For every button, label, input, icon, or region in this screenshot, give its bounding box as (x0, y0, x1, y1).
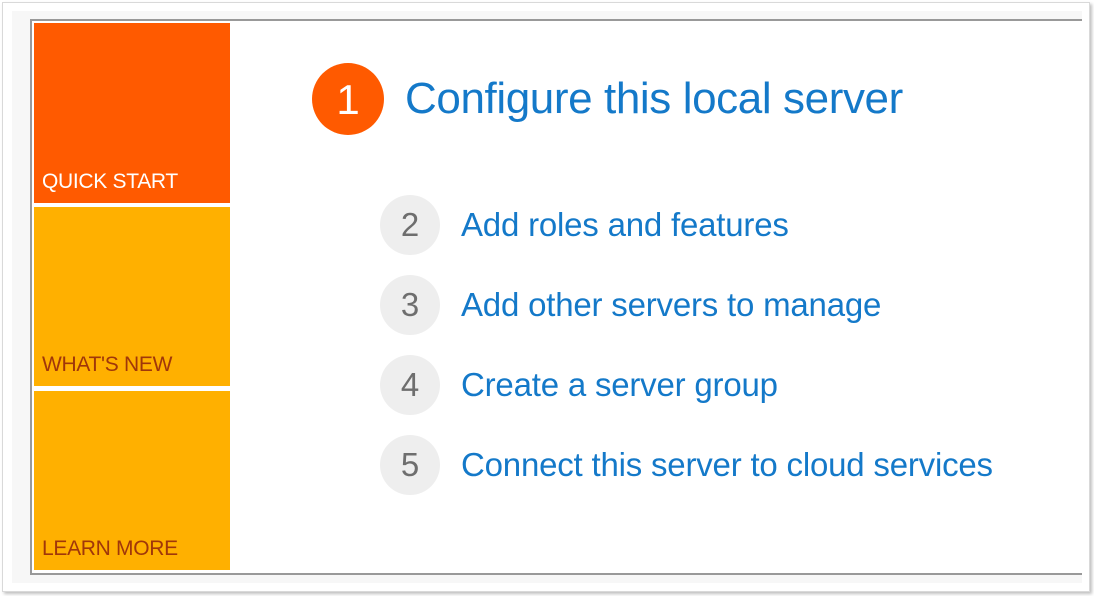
step-add-other-servers[interactable]: 3 Add other servers to manage (380, 275, 881, 335)
tile-learn-more-label: LEARN MORE (42, 537, 178, 560)
step-configure-local-server[interactable]: 1 Configure this local server (312, 63, 903, 135)
create-server-group-link[interactable]: Create a server group (461, 366, 778, 403)
tile-quick-start-label: QUICK START (42, 170, 178, 193)
step-add-roles-features[interactable]: 2 Add roles and features (380, 195, 789, 255)
tile-quick-start[interactable]: QUICK START (34, 23, 230, 203)
step-number: 4 (400, 366, 420, 403)
step-number-badge: 2 (380, 195, 440, 255)
tile-whats-new[interactable]: WHAT'S NEW (34, 207, 230, 386)
step-number-badge: 5 (380, 435, 440, 495)
step-number-badge: 3 (380, 275, 440, 335)
add-other-servers-link[interactable]: Add other servers to manage (461, 286, 882, 323)
step-connect-cloud-services[interactable]: 5 Connect this server to cloud services (380, 435, 993, 495)
step-number: 2 (400, 206, 420, 243)
step-number-badge: 1 (312, 63, 384, 135)
step-number: 1 (336, 75, 360, 123)
add-roles-features-link[interactable]: Add roles and features (461, 206, 789, 243)
configure-local-server-link[interactable]: Configure this local server (405, 74, 903, 123)
step-number-badge: 4 (380, 355, 440, 415)
step-create-server-group[interactable]: 4 Create a server group (380, 355, 778, 415)
tile-learn-more[interactable]: LEARN MORE (34, 391, 230, 570)
step-number: 5 (400, 446, 420, 483)
connect-cloud-services-link[interactable]: Connect this server to cloud services (461, 446, 993, 483)
step-number: 3 (400, 286, 420, 323)
tile-whats-new-label: WHAT'S NEW (42, 353, 173, 376)
